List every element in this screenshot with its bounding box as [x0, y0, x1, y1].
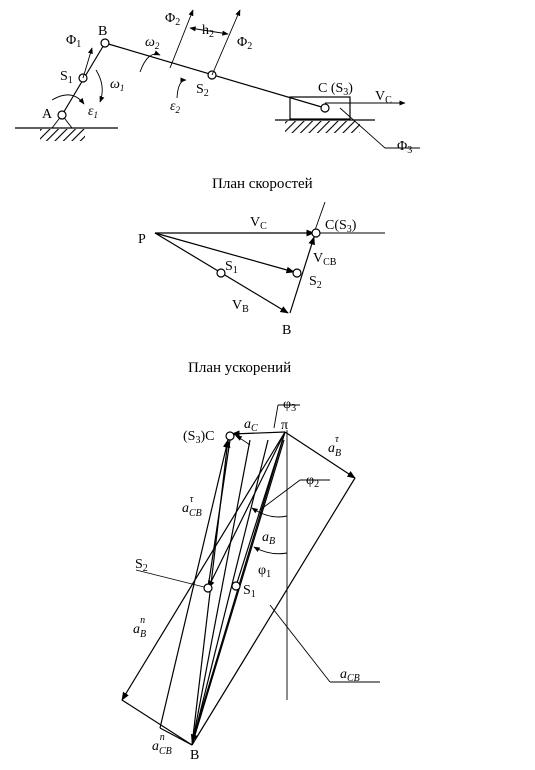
label-h2: h2 — [202, 23, 214, 40]
label-a-cb: aCB — [340, 667, 360, 684]
phi3-leader-line — [273, 404, 279, 429]
line-c-s2 — [207, 439, 231, 589]
label-vc-velocity: VC — [250, 215, 267, 232]
label-phi3: φ3 — [283, 397, 296, 414]
phi2-leader-line — [259, 479, 301, 511]
support-a — [51, 114, 73, 129]
label-s1-acceleration: S1 — [243, 583, 256, 600]
label-b-acceleration: B — [190, 748, 199, 763]
epsilon2-arc-icon — [176, 77, 187, 99]
label-a-cb-n: aCBn — [152, 732, 172, 757]
label-b-velocity: B — [282, 323, 291, 338]
label-s2-velocity: S2 — [309, 274, 322, 291]
point-s1-velocity — [216, 268, 226, 278]
vector-vs2 — [154, 232, 295, 274]
parallelogram-edge-bottom — [121, 699, 193, 746]
vector-a-b-n — [121, 431, 286, 701]
point-c-velocity — [311, 228, 321, 238]
ground-hatch-c — [285, 121, 360, 133]
point-c-acceleration — [225, 431, 235, 441]
point-s1-acceleration — [231, 581, 241, 591]
ground-hatch-a — [40, 129, 85, 141]
label-vc: VC — [375, 89, 392, 106]
joint-b — [100, 38, 110, 48]
force-phi2-left-arrow — [169, 9, 194, 69]
force-phi1-arrow — [82, 47, 93, 79]
label-p: P — [138, 232, 146, 247]
parallelogram-edge-right — [191, 477, 356, 746]
label-epsilon1: ε1 — [88, 104, 98, 120]
epsilon1-arc-icon — [51, 94, 85, 105]
label-s1: S1 — [60, 69, 73, 86]
vector-a-b-tau — [284, 431, 356, 479]
velocity-plan-title: План скоростей — [212, 176, 313, 192]
label-phi2-left: Φ2 — [165, 11, 180, 28]
label-omega2: ω2 — [145, 35, 160, 51]
phi3-leader — [339, 107, 386, 149]
label-c-s3-velocity: C(S3) — [325, 218, 357, 235]
label-phi1: φ1 — [258, 563, 271, 580]
direction-line-bc — [313, 201, 326, 234]
label-s2: S2 — [196, 82, 209, 99]
point-s2-velocity — [292, 268, 302, 278]
label-vb: VB — [232, 298, 249, 315]
acceleration-plan: План ускорений — [121, 360, 380, 763]
label-a-cb-tau: aCBτ — [182, 494, 202, 519]
acb-leader-line — [269, 604, 331, 683]
vector-a-s2 — [207, 431, 286, 589]
vector-vbc — [289, 236, 315, 314]
label-a-b-n: aBn — [133, 615, 146, 640]
omega1-arc-icon — [95, 69, 105, 103]
velocity-plan: План скоростей P VC C(S3) S1 S2 VCB VB B — [138, 176, 385, 338]
joint-c — [320, 103, 330, 113]
label-phi2: φ2 — [306, 473, 319, 490]
fan-line-1 — [191, 439, 285, 746]
slider-c — [289, 96, 351, 120]
vector-a-cb-tau — [159, 439, 230, 729]
label-s3-c: (S3)C — [183, 429, 214, 446]
phi1-angle-arc — [253, 546, 288, 555]
label-s1-velocity: S1 — [225, 259, 238, 276]
fan-line-3 — [191, 439, 251, 746]
label-pi: π — [281, 418, 288, 433]
label-a-c: aC — [244, 417, 258, 434]
acceleration-plan-title: План ускорений — [188, 360, 291, 376]
phi2-angle-arc — [251, 507, 288, 518]
force-phi2-right-arrow — [211, 9, 241, 76]
omega2-arc-icon — [139, 50, 161, 73]
label-omega1: ω1 — [110, 77, 124, 93]
label-c-s3: C (S3) — [318, 81, 353, 98]
vector-a-c — [231, 430, 286, 438]
label-s2-acceleration: S2 — [135, 557, 148, 574]
label-phi3: Φ3 — [397, 139, 412, 156]
point-s2-acceleration — [203, 583, 213, 593]
label-a-b: aB — [262, 530, 275, 547]
label-b: B — [98, 24, 107, 39]
label-a-b-tau: aBτ — [328, 434, 341, 459]
label-epsilon2: ε2 — [170, 99, 181, 115]
label-phi2-right: Φ2 — [237, 35, 252, 52]
s2-leader-line — [135, 569, 209, 589]
joint-a — [57, 110, 67, 120]
fan-line-2 — [191, 439, 269, 746]
label-vbc: VCB — [313, 251, 337, 268]
vector-a-cb-n-start — [159, 727, 193, 746]
mechanism-scheme: A B S1 S2 C (S3) VC Φ1 Φ2 Φ2 Φ3 h2 ω1 ε1… — [15, 9, 420, 156]
vector-a-s1 — [235, 431, 286, 587]
arm-h2-dimension — [189, 26, 229, 36]
phi3-angle-arc — [235, 435, 251, 446]
label-phi1: Φ1 — [66, 33, 81, 50]
label-a: A — [42, 107, 53, 122]
